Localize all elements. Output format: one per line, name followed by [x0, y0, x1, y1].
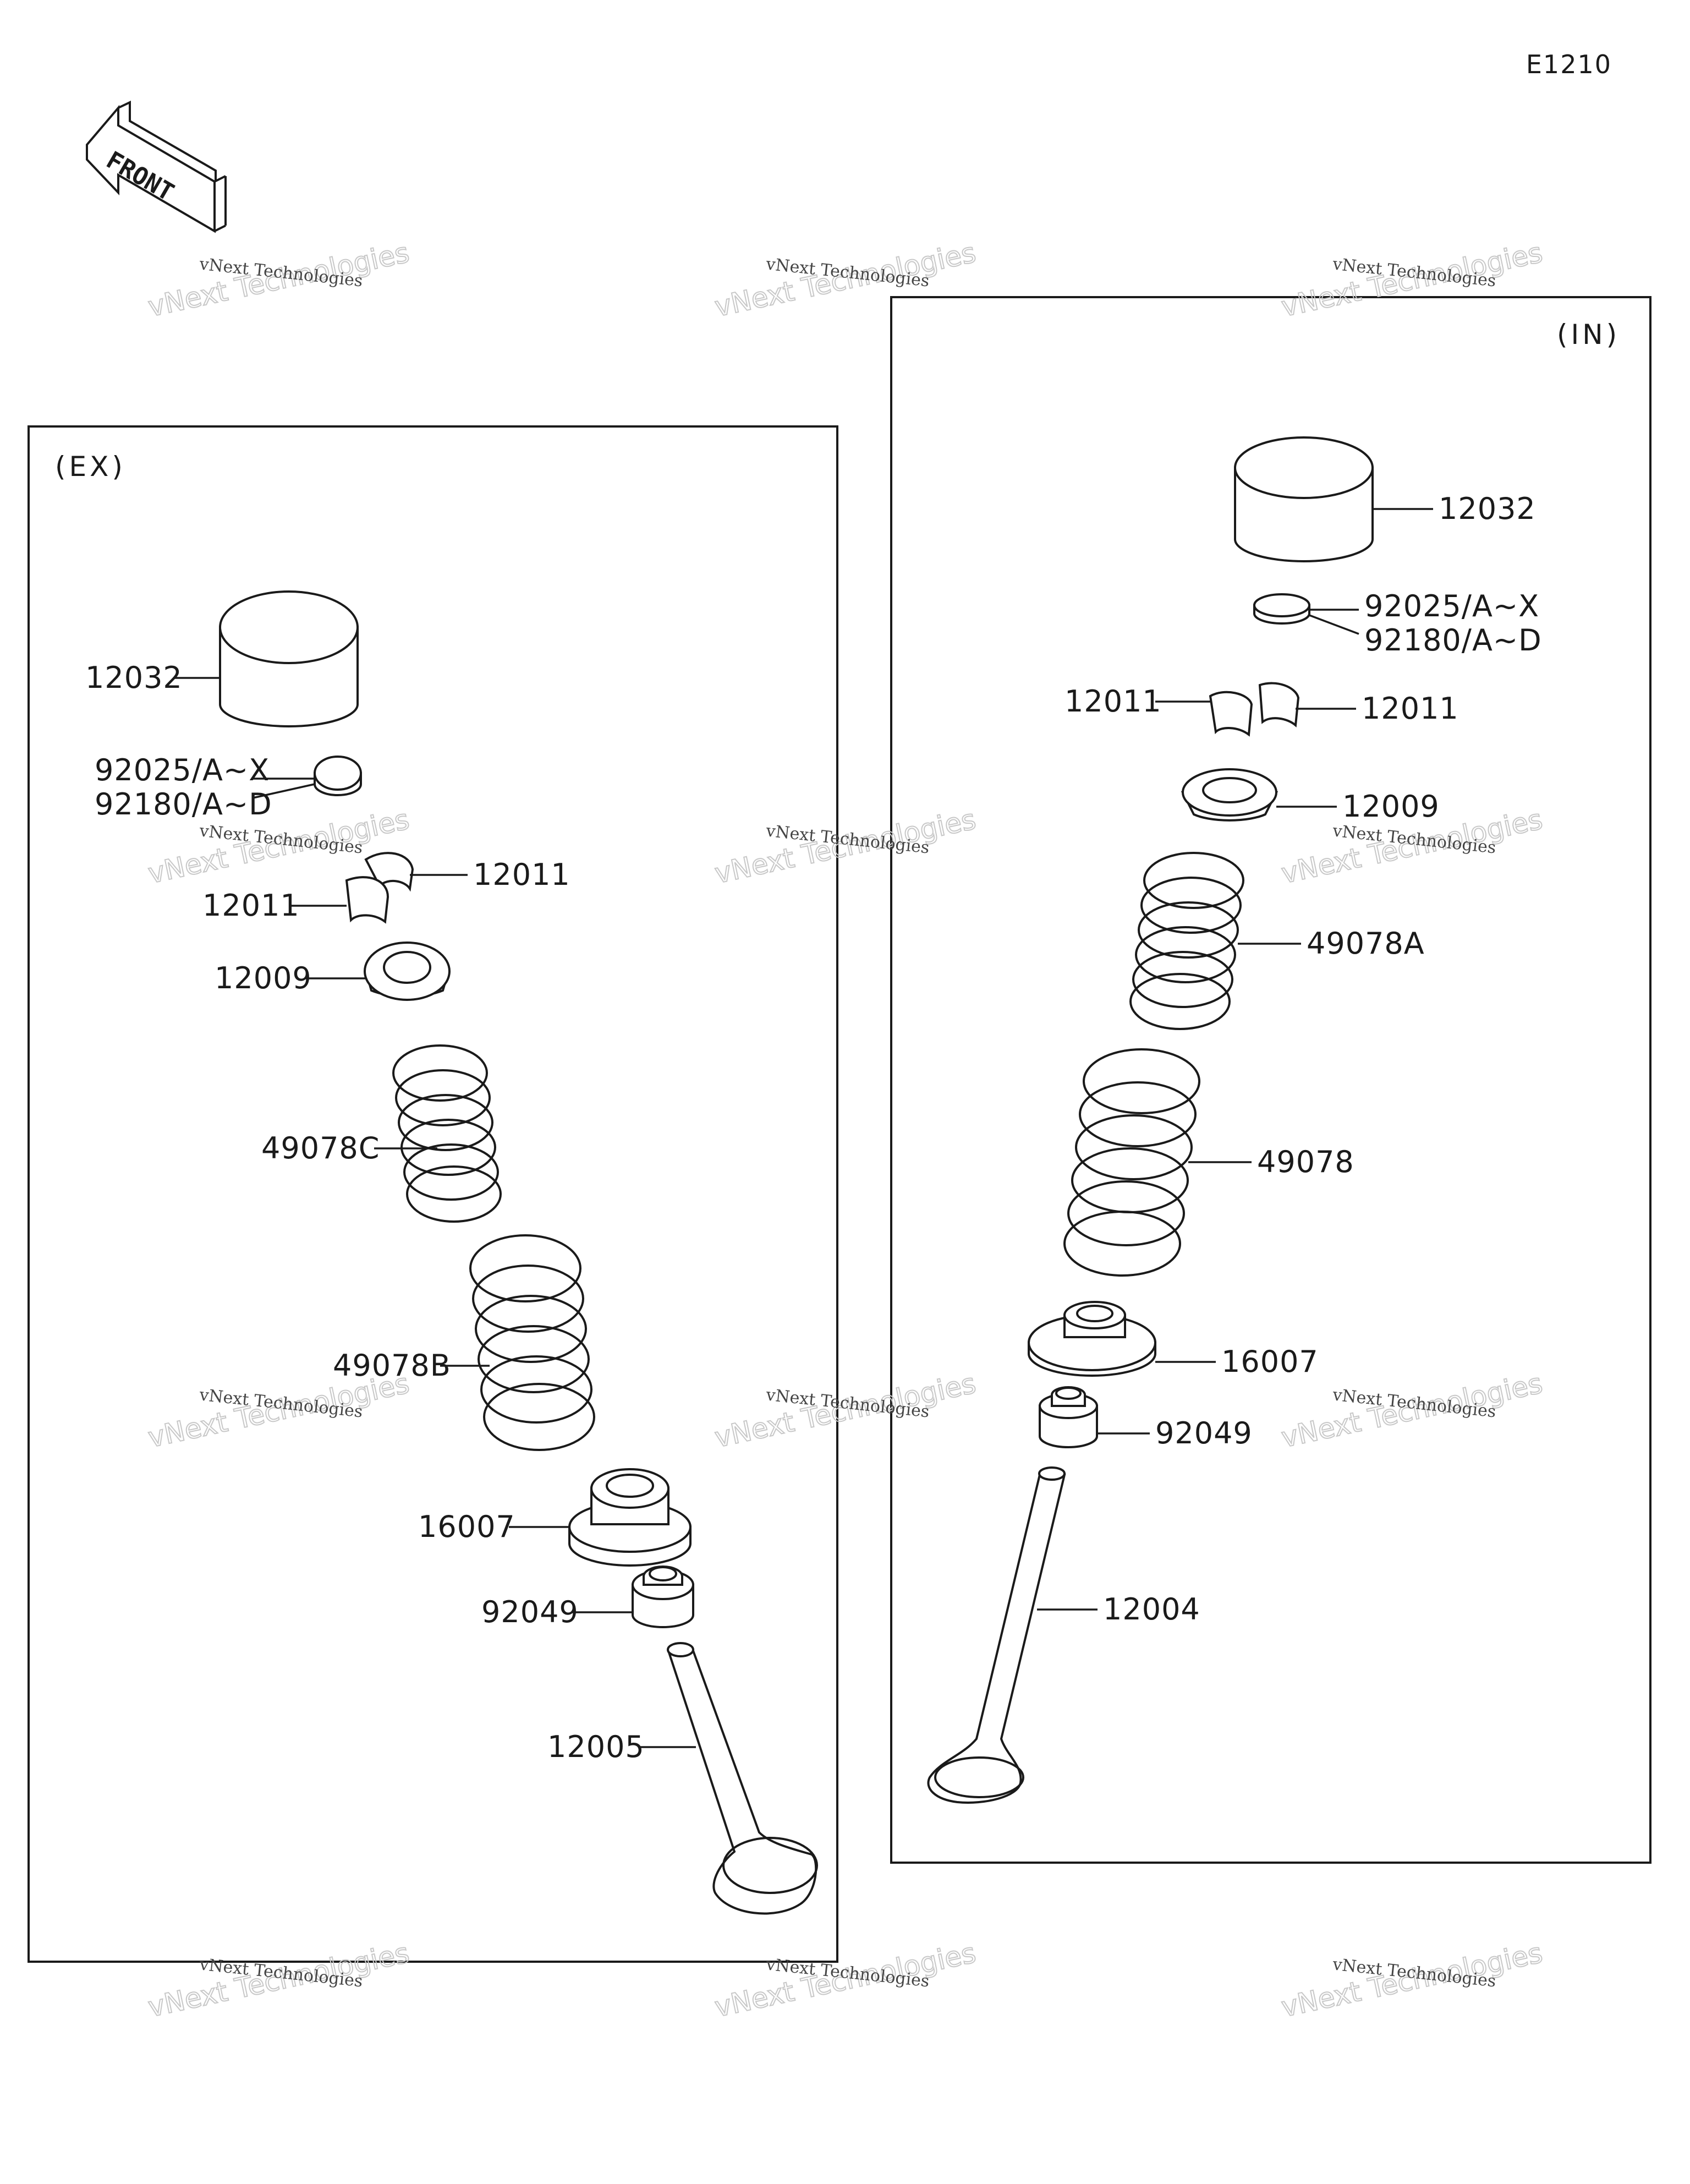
- ex-label-retainer: 12009: [215, 961, 312, 995]
- in-section: (IN) 12032 92025/A~X 92180/A~D 12011 120…: [890, 296, 1651, 1864]
- ex-label-shim-2: 92180/A~D: [95, 787, 272, 822]
- in-label-cotter-right: 12011: [1362, 691, 1459, 726]
- ex-label-spring-inner: 49078C: [261, 1131, 380, 1165]
- ex-stem-seal-part: [632, 1566, 694, 1628]
- in-label-spring-outer: 49078: [1257, 1145, 1354, 1179]
- ex-label-cotter-upper: 12011: [473, 857, 570, 892]
- ex-valve-part: [667, 1642, 818, 1915]
- in-label-spring-inner: 49078A: [1307, 926, 1425, 961]
- ex-label-valve: 12005: [547, 1729, 645, 1764]
- in-spring-outer-part: [1063, 1048, 1200, 1277]
- ex-shim-part: [314, 756, 362, 796]
- in-label-spring-seat: 16007: [1221, 1344, 1319, 1379]
- ex-spring-inner-part: [392, 1044, 502, 1223]
- ex-frame: [28, 425, 838, 1963]
- in-spring-seat-part: [1028, 1301, 1156, 1377]
- in-section-title: (IN): [1557, 319, 1620, 351]
- in-tappet-part: [1234, 436, 1374, 562]
- ex-tappet-part: [219, 590, 359, 727]
- ex-label-spring-seat: 16007: [418, 1509, 515, 1544]
- front-arrow-icon: FRONT: [86, 100, 227, 233]
- ex-label-cotter-lower: 12011: [202, 888, 300, 923]
- ex-section: (EX) 12032 92025/A~X 92180/A~D 12011 120…: [28, 425, 838, 1963]
- ex-retainer-part: [364, 942, 451, 1001]
- ex-section-title: (EX): [55, 451, 126, 483]
- in-label-tappet: 12032: [1439, 491, 1536, 526]
- in-label-shim-2: 92180/A~D: [1364, 623, 1542, 658]
- ex-label-spring-outer: 49078B: [333, 1348, 451, 1383]
- ex-label-stem-seal: 92049: [481, 1595, 579, 1629]
- in-stem-seal-part: [1039, 1386, 1098, 1448]
- in-label-shim-1: 92025/A~X: [1364, 589, 1539, 623]
- in-label-cotter-left: 12011: [1065, 684, 1162, 719]
- in-label-stem-seal: 92049: [1155, 1416, 1253, 1450]
- in-spring-inner-part: [1129, 852, 1244, 1030]
- in-label-valve: 12004: [1103, 1592, 1200, 1627]
- in-label-retainer: 12009: [1342, 789, 1440, 824]
- ex-label-tappet: 12032: [85, 660, 183, 695]
- ex-spring-outer-part: [469, 1234, 595, 1451]
- diagram-code: E1210: [1526, 50, 1612, 79]
- ex-label-shim-1: 92025/A~X: [95, 753, 270, 787]
- in-frame: [890, 296, 1651, 1864]
- in-cotter-left-part: [1209, 691, 1253, 737]
- in-valve-part: [927, 1466, 1066, 1804]
- in-retainer-part: [1181, 768, 1279, 822]
- ex-cotter-lower-part: [345, 876, 389, 924]
- in-shim-part: [1253, 593, 1310, 625]
- in-cotter-right-part: [1258, 682, 1300, 728]
- ex-spring-seat-part: [568, 1468, 692, 1567]
